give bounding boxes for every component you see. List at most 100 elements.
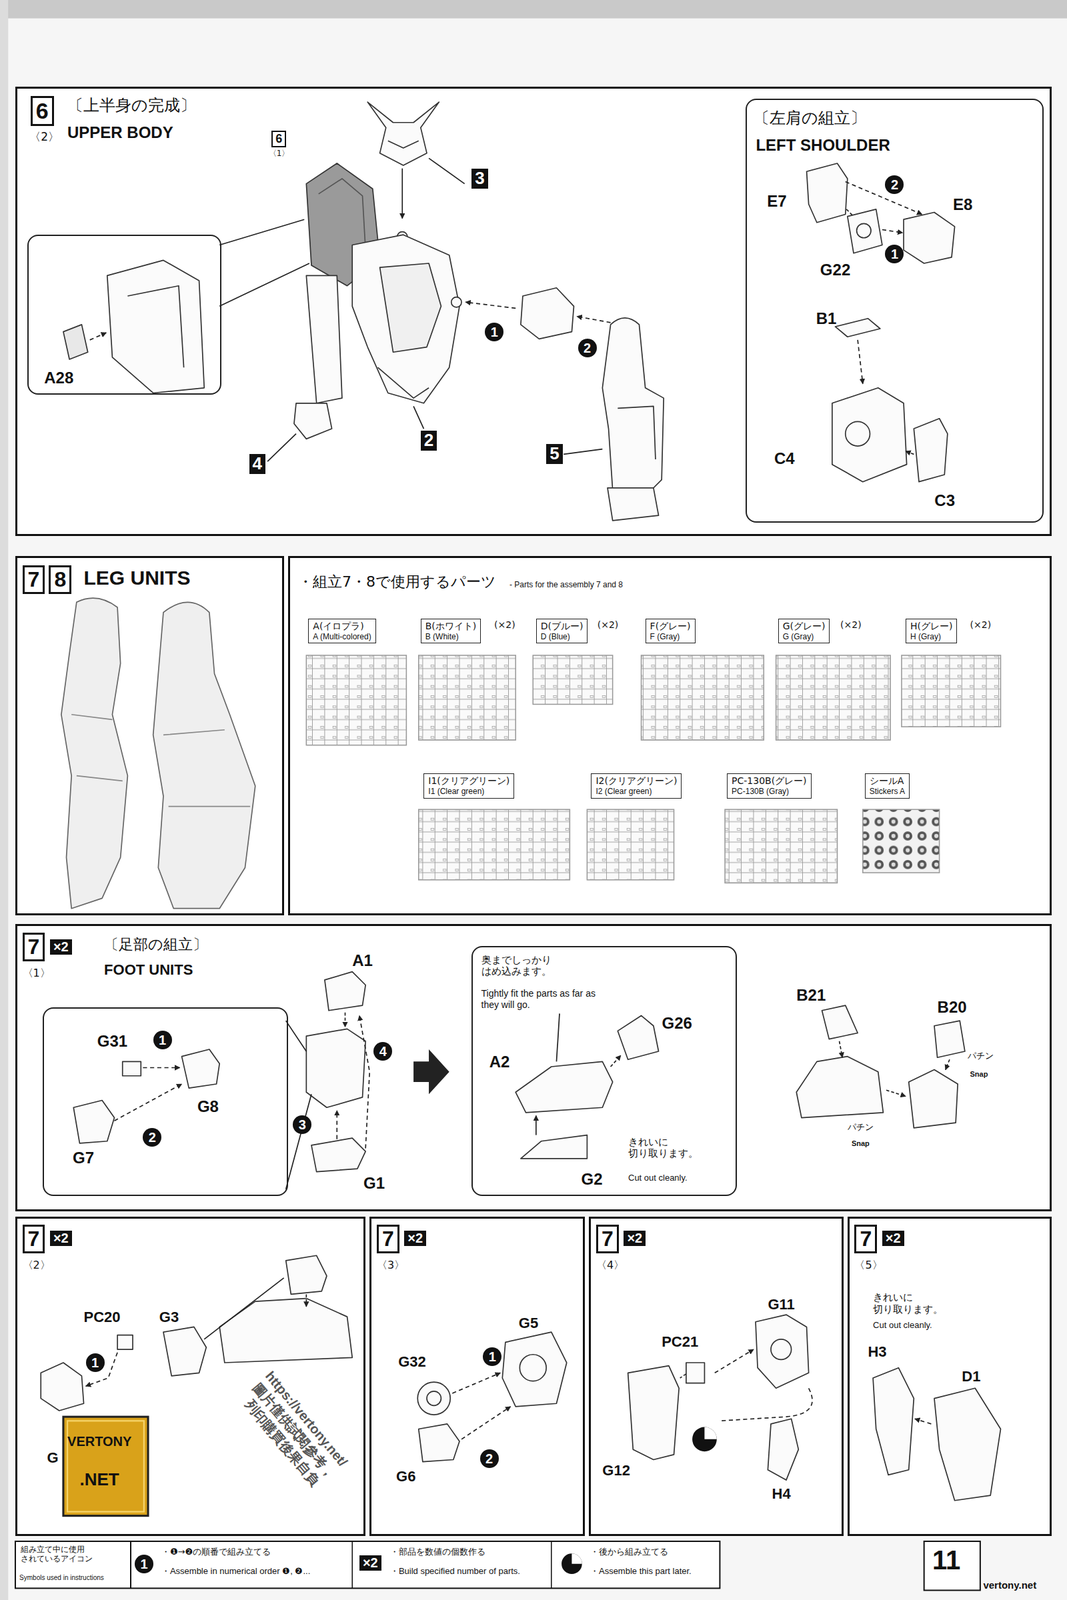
order-number: 1 bbox=[484, 322, 504, 342]
step-panel: 78LEG UNITS bbox=[15, 556, 285, 916]
runner-label-box: PC-130B(グレー)PC-130B (Gray) bbox=[726, 773, 812, 799]
order-number: 2 bbox=[578, 338, 597, 358]
part-label: B20 bbox=[937, 998, 967, 1017]
runner-name-english: H (Gray) bbox=[910, 632, 953, 642]
part-label: 〈3〉 bbox=[376, 1259, 405, 1272]
detail-callout-box: 〔左肩の組立〕LEFT SHOULDERE7G22E8B1C4C3 bbox=[745, 98, 1044, 523]
part-label: Snap bbox=[851, 1139, 870, 1149]
runner-name-english: F (Gray) bbox=[650, 632, 691, 642]
part-label: Cut out cleanly. bbox=[872, 1321, 933, 1332]
runner-name: G(グレー) bbox=[782, 620, 826, 633]
order-number: 1 bbox=[153, 1030, 173, 1050]
part-label: C4 bbox=[774, 449, 795, 469]
part-label: (×2) bbox=[494, 619, 516, 631]
part-label: D1 bbox=[961, 1368, 981, 1386]
runner-name-english: PC-130B (Gray) bbox=[731, 786, 807, 797]
part-label: G31 bbox=[97, 1032, 128, 1051]
part-label: 〈5〉 bbox=[854, 1259, 883, 1272]
part-label: (×2) bbox=[840, 619, 862, 631]
part-label: G12 bbox=[602, 1462, 631, 1480]
step-number: 7 bbox=[22, 565, 46, 595]
part-label: G26 bbox=[662, 1014, 693, 1033]
part-label: パチン bbox=[847, 1123, 874, 1134]
part-label: G11 bbox=[767, 1296, 795, 1314]
legend-text: ・Assemble in numerical order ❶, ❷... bbox=[161, 1567, 311, 1578]
runner-name-english: G (Gray) bbox=[782, 632, 826, 642]
part-label: きれいに 切り取ります。 bbox=[872, 1292, 957, 1316]
part-label: 組み立て中に使用 されているアイコン bbox=[20, 1545, 100, 1565]
step-panel: 7×2 〈1〉 〔足部の組立〕 FOOT UNITS G31G8G7 奥までしっかり はめ… bbox=[15, 924, 1052, 1213]
runner-label-box: B(ホワイト)B (White) bbox=[420, 618, 482, 644]
runner-name: B(ホワイト) bbox=[425, 620, 477, 633]
part-label: UPPER BODY bbox=[67, 123, 174, 143]
part-label: G bbox=[46, 1449, 59, 1467]
part-label: 〈2〉 bbox=[29, 130, 60, 145]
part-label: G3 bbox=[159, 1309, 179, 1326]
runner-label-box: I2(クリアグリーン)I2 (Clear green) bbox=[590, 773, 682, 799]
step-number: 7 bbox=[22, 1225, 46, 1254]
part-label: LEG UNITS bbox=[83, 566, 191, 591]
part-label: G5 bbox=[518, 1315, 539, 1332]
part-label: .NET bbox=[79, 1470, 119, 1491]
callout-number: ×2 bbox=[623, 1231, 646, 1247]
runner-label-box: A(イロプラ)A (Multi-colored) bbox=[308, 618, 376, 644]
part-label: PC21 bbox=[661, 1333, 699, 1351]
part-label: 〈1〉 bbox=[268, 149, 291, 159]
part-label: E8 bbox=[952, 195, 973, 215]
part-label: H3 bbox=[867, 1343, 887, 1361]
callout-number: 5 bbox=[546, 444, 563, 465]
runner-name: シールA bbox=[869, 775, 905, 787]
runner-label-box: I1(クリアグリーン)I1 (Clear green) bbox=[423, 773, 515, 799]
part-label: E7 bbox=[766, 192, 787, 211]
runner-name: H(グレー) bbox=[910, 620, 953, 633]
step-panel: 7 ×2 〈5〉 bbox=[847, 1217, 1052, 1537]
part-label: (×2) bbox=[597, 619, 619, 631]
step-panel: 7×2〈4〉 bbox=[588, 1217, 843, 1537]
part-label: (×2) bbox=[970, 619, 992, 631]
part-label: 〈4〉 bbox=[596, 1259, 625, 1272]
runner-name: A(イロプラ) bbox=[312, 620, 371, 633]
part-label: G1 bbox=[363, 1174, 385, 1194]
detail-callout-box: 奥までしっかり はめ込みます。Tightly fit the parts as … bbox=[471, 946, 737, 1197]
part-label: 〔足部の組立〕 bbox=[104, 936, 208, 953]
step-panel: 7×2 〈2〉 bbox=[15, 1217, 366, 1537]
callout-number: 3 bbox=[471, 168, 488, 189]
step-number: 7 bbox=[854, 1225, 877, 1254]
part-label: G7 bbox=[72, 1149, 95, 1168]
legend-text: ・部品を数値の個数作る bbox=[390, 1547, 486, 1558]
step-number: 7 bbox=[22, 932, 46, 962]
part-label: ・組立7・8で使用するパーツ bbox=[298, 573, 497, 591]
runner-name-english: I2 (Clear green) bbox=[595, 786, 677, 797]
callout-number: ×2 bbox=[404, 1231, 427, 1247]
detail-callout-box: A28 bbox=[27, 234, 222, 395]
callout-number: ×2 bbox=[50, 939, 73, 955]
part-label: G8 bbox=[197, 1097, 219, 1117]
part-label: 〈2〉 bbox=[22, 1259, 51, 1272]
part-label: 〈1〉 bbox=[22, 967, 51, 980]
callout-number: ×2 bbox=[882, 1231, 905, 1247]
part-label: 奥までしっかり はめ込みます。 bbox=[481, 954, 589, 979]
part-label: B21 bbox=[796, 986, 826, 1005]
part-label: 〔左肩の組立〕 bbox=[753, 109, 867, 129]
part-label: FOOT UNITS bbox=[104, 961, 193, 979]
part-label: VERTONY bbox=[67, 1434, 132, 1450]
step-number: 6 bbox=[271, 130, 287, 148]
callout-number: ×2 bbox=[359, 1555, 382, 1572]
part-label: - Parts for the assembly 7 and 8 bbox=[509, 580, 623, 591]
runner-label-box: F(グレー)F (Gray) bbox=[645, 618, 696, 644]
runner-name-english: I1 (Clear green) bbox=[428, 786, 510, 797]
part-label: PC20 bbox=[84, 1309, 121, 1326]
part-label: Symbols used in instructions bbox=[19, 1574, 105, 1583]
runner-name-english: B (White) bbox=[425, 632, 477, 642]
legend-text: ・❶→❷の順番で組み立てる bbox=[161, 1547, 271, 1558]
step-panel: 7×2〈3〉 bbox=[369, 1217, 585, 1537]
runner-name: F(グレー) bbox=[650, 620, 691, 633]
runner-name-english: Stickers A bbox=[869, 786, 905, 797]
part-label: B1 bbox=[816, 309, 837, 329]
part-label: Snap bbox=[970, 1070, 989, 1080]
step-panel: ・組立7・8で使用するパーツ - Parts for the assembly 7… bbox=[288, 556, 1052, 916]
order-number: 1 bbox=[134, 1555, 154, 1574]
runner-label-box: H(グレー)H (Gray) bbox=[905, 618, 957, 644]
part-label: A2 bbox=[489, 1052, 511, 1072]
callout-number: ×2 bbox=[50, 1231, 73, 1247]
